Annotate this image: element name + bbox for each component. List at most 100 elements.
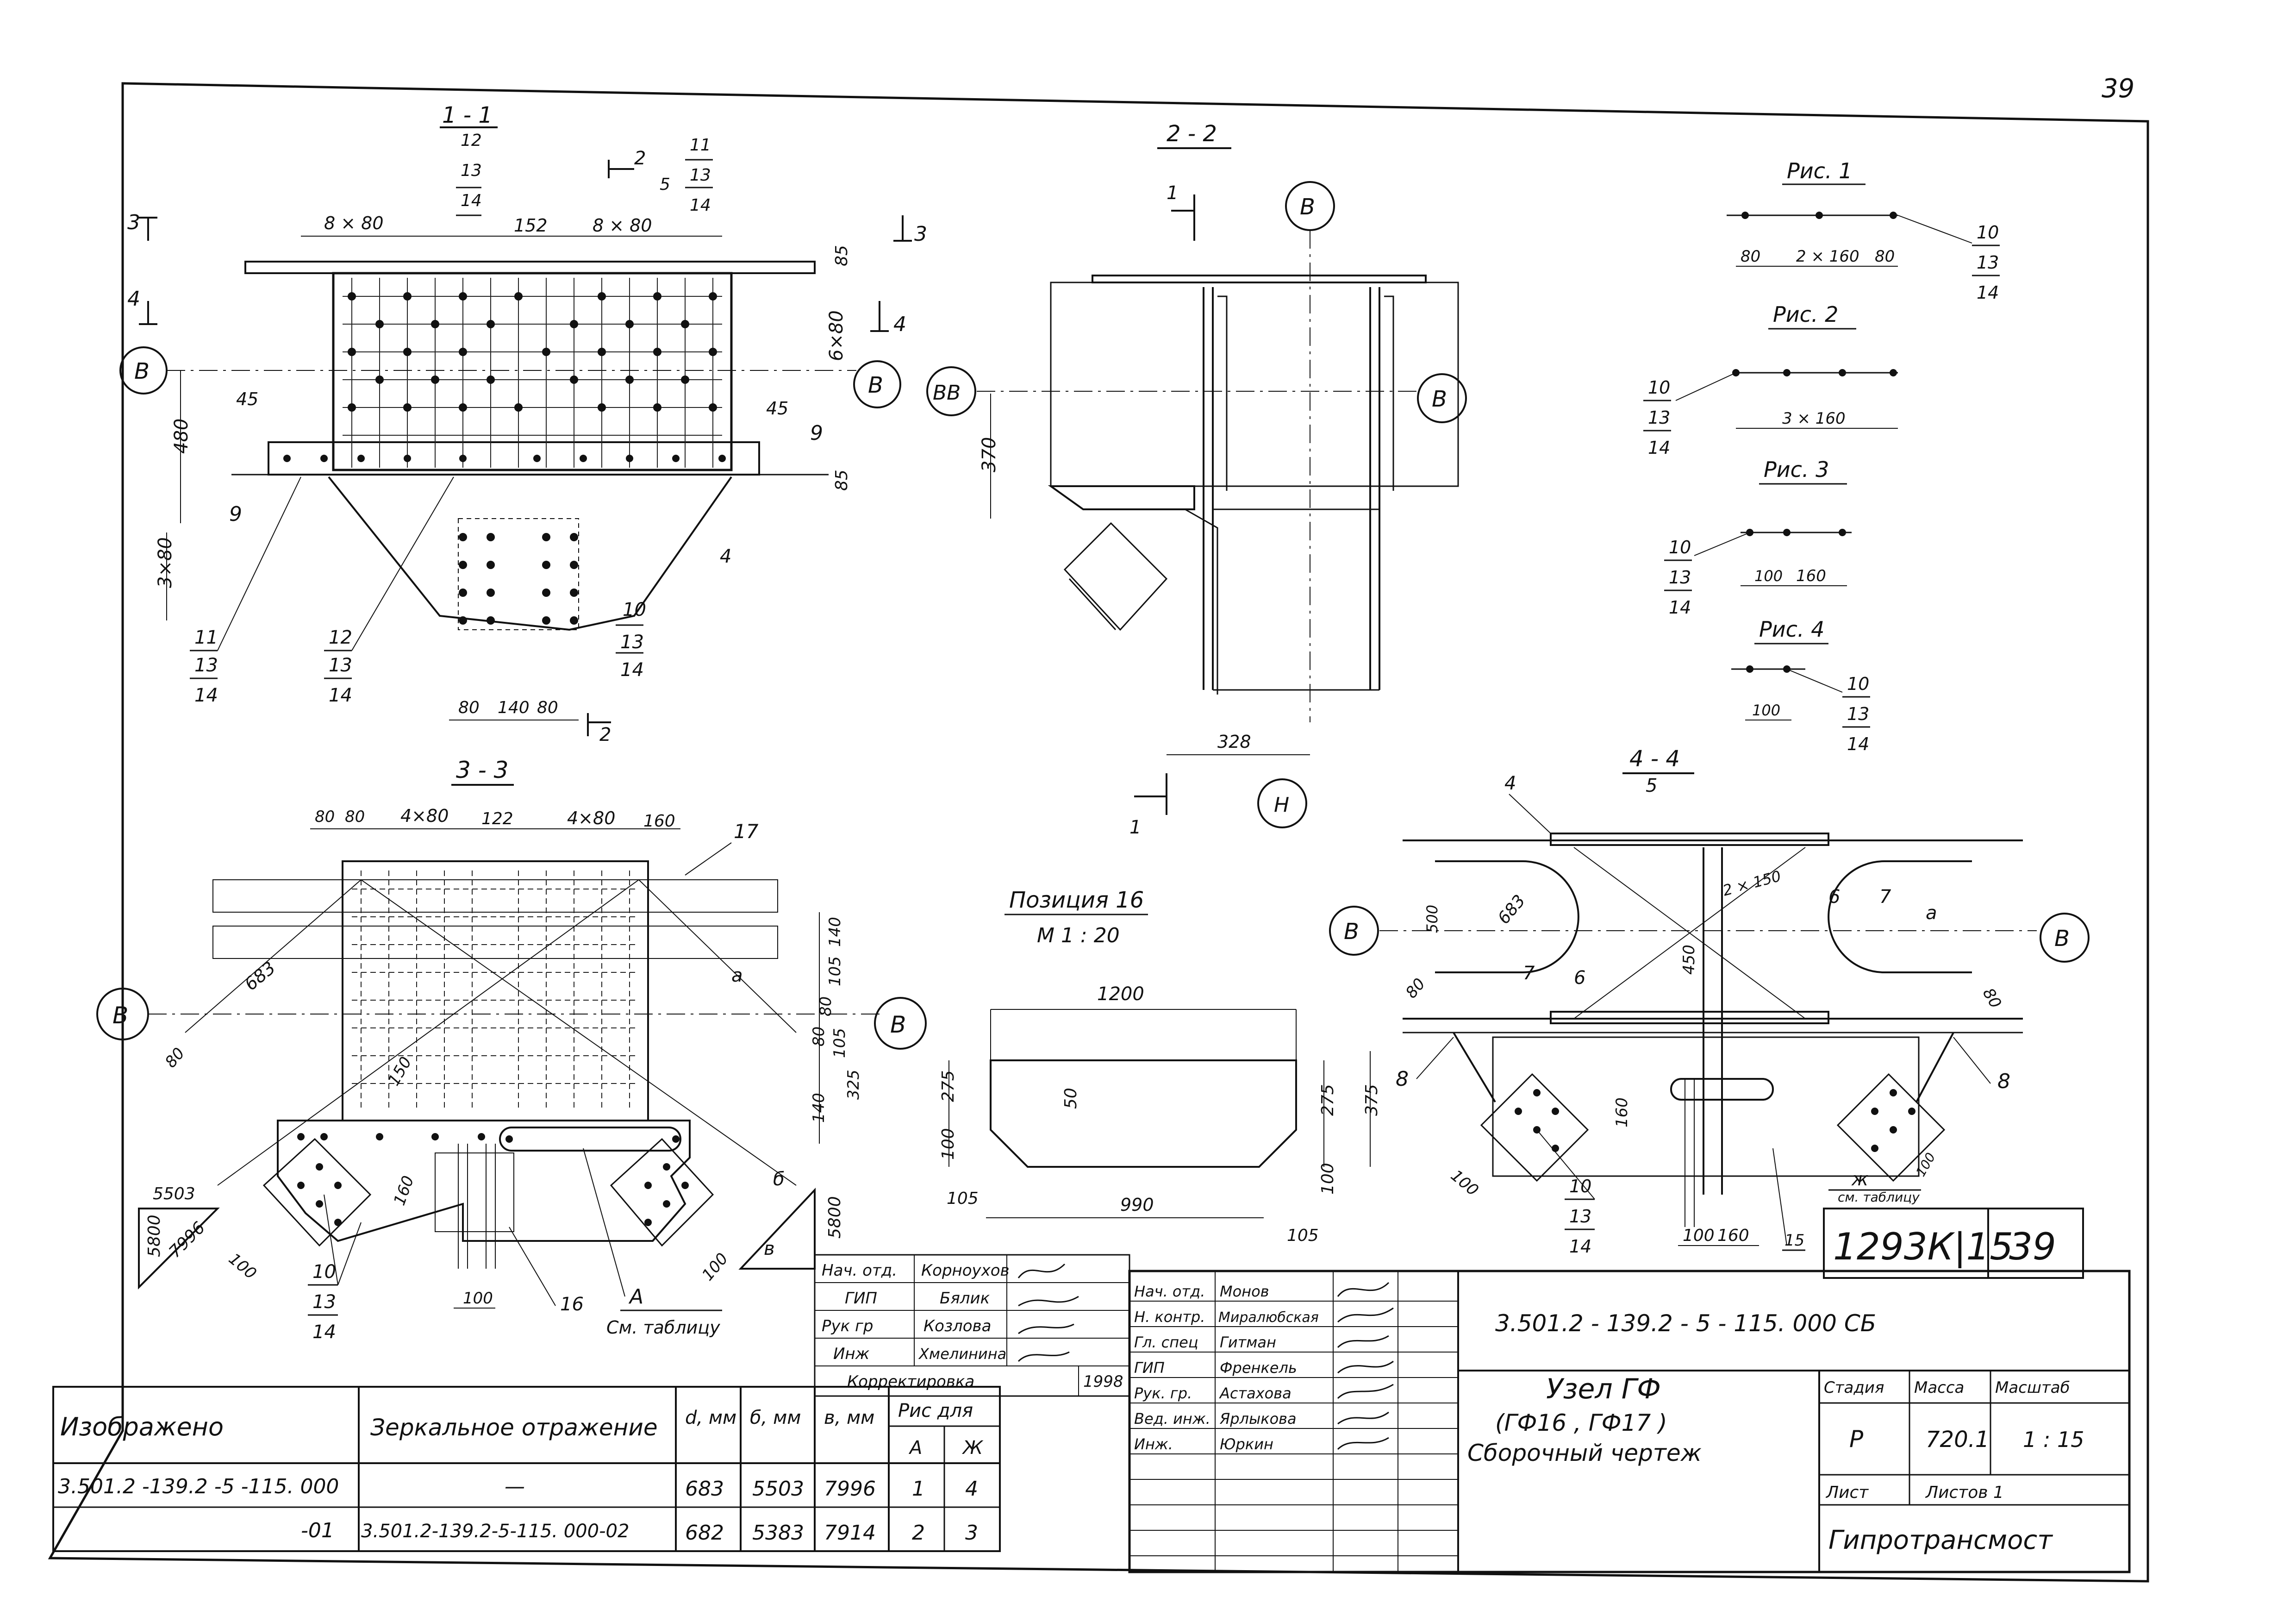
svg-text:275: 275: [1318, 1084, 1337, 1116]
svg-text:Листов 1: Листов 1: [1925, 1483, 2004, 1502]
svg-text:В: В: [1432, 386, 1447, 412]
svg-text:80: 80: [1402, 975, 1429, 1002]
svg-text:Вед. инж.: Вед. инж.: [1134, 1410, 1210, 1428]
section-1-1-title: 1 - 1: [442, 102, 493, 128]
svg-text:3 × 160: 3 × 160: [1782, 409, 1846, 428]
svg-text:8 × 80: 8 × 80: [593, 215, 652, 236]
svg-text:Н. контр.: Н. контр.: [1134, 1308, 1205, 1326]
svg-text:Рук гр: Рук гр: [822, 1317, 873, 1335]
svg-text:14: 14: [1648, 438, 1670, 458]
svg-text:-01: -01: [301, 1519, 334, 1542]
svg-text:100: 100: [699, 1250, 732, 1284]
svg-text:9: 9: [229, 502, 242, 526]
svg-text:Изображено: Изображено: [60, 1412, 224, 1441]
title-block: Нач. отд. Монов Н. контр. Миралюбская Гл…: [1128, 1270, 2131, 1573]
svg-text:13: 13: [620, 632, 644, 653]
svg-text:Хмелинина: Хмелинина: [918, 1345, 1006, 1363]
svg-text:480: 480: [171, 419, 192, 454]
svg-text:Бялик: Бялик: [940, 1289, 990, 1308]
svg-text:Инж: Инж: [833, 1345, 870, 1363]
page-number: 39: [2102, 74, 2134, 104]
svg-text:Сборочный чертеж: Сборочный чертеж: [1467, 1440, 1702, 1466]
svg-text:683: 683: [241, 958, 280, 995]
svg-text:14: 14: [1977, 282, 1999, 303]
svg-text:ГИП: ГИП: [845, 1289, 877, 1308]
svg-text:2: 2: [599, 724, 611, 745]
svg-text:152: 152: [514, 215, 548, 236]
position-16-title: Позиция 16: [1009, 887, 1144, 913]
svg-text:14: 14: [1847, 734, 1869, 754]
svg-text:5383: 5383: [752, 1521, 804, 1545]
svg-text:2: 2: [634, 148, 646, 169]
svg-text:375: 375: [1362, 1084, 1381, 1116]
svg-text:Рис для: Рис для: [898, 1400, 973, 1422]
svg-text:10: 10: [623, 599, 646, 620]
section-4-4-title: 4 - 4: [1629, 746, 1680, 772]
svg-text:160: 160: [390, 1173, 418, 1208]
svg-text:80: 80: [1979, 985, 2005, 1011]
svg-text:Монов: Монов: [1220, 1283, 1269, 1300]
svg-text:15: 15: [1784, 1231, 1804, 1250]
svg-text:100: 100: [225, 1250, 260, 1283]
section-2-2: 2 - 2 1 В ВВ В 370 328 1 Н: [926, 121, 1467, 838]
svg-text:ГИП: ГИП: [1134, 1359, 1165, 1377]
svg-text:14: 14: [461, 191, 482, 210]
svg-text:Ж: Ж: [961, 1437, 984, 1459]
svg-text:85: 85: [832, 245, 851, 266]
svg-text:М 1 : 20: М 1 : 20: [1037, 924, 1120, 947]
org-name: Гипротрансмост: [1828, 1525, 2053, 1555]
fig2-title: Рис. 2: [1773, 302, 1838, 327]
svg-text:Гл. спец: Гл. спец: [1134, 1334, 1198, 1351]
svg-text:В: В: [890, 1011, 906, 1038]
approval-block: Нач. отд. Корноухов ГИП Бялик Рук гр Коз…: [814, 1254, 1130, 1397]
svg-text:12: 12: [329, 627, 352, 648]
svg-text:4: 4: [1504, 773, 1516, 794]
svg-text:3×80: 3×80: [155, 537, 176, 588]
figures: Рис. 1 80 2 × 160 80 10 13 14 Рис. 2 3 ×…: [1643, 158, 2000, 754]
svg-text:Стадия: Стадия: [1824, 1378, 1884, 1397]
svg-text:100: 100: [1447, 1166, 1482, 1200]
svg-text:100: 100: [1752, 701, 1780, 719]
svg-text:В: В: [1344, 919, 1359, 945]
svg-text:7: 7: [1879, 886, 1891, 908]
svg-text:14: 14: [312, 1321, 336, 1343]
svg-text:Масштаб: Масштаб: [1995, 1378, 2070, 1397]
svg-text:160: 160: [643, 812, 675, 831]
svg-text:105: 105: [826, 956, 844, 986]
svg-text:5800: 5800: [145, 1215, 164, 1257]
album-sheet: 39: [2009, 1225, 2056, 1268]
svg-text:14: 14: [620, 659, 644, 681]
svg-text:105: 105: [947, 1189, 979, 1208]
svg-text:Нач. отд.: Нач. отд.: [822, 1261, 897, 1280]
svg-text:Рук. гр.: Рук. гр.: [1134, 1384, 1192, 1402]
svg-text:80: 80: [537, 698, 558, 717]
svg-text:Корноухов: Корноухов: [921, 1261, 1010, 1280]
svg-text:11: 11: [194, 627, 218, 648]
svg-text:13: 13: [1569, 1206, 1591, 1227]
svg-text:2 × 160: 2 × 160: [1796, 247, 1859, 266]
svg-text:—: —: [505, 1475, 525, 1498]
svg-text:10: 10: [1569, 1176, 1591, 1196]
svg-text:85: 85: [832, 470, 851, 491]
svg-text:Миралюбская: Миралюбская: [1218, 1309, 1319, 1326]
svg-text:см. таблицу: см. таблицу: [1838, 1190, 1920, 1205]
svg-text:Н: Н: [1274, 793, 1289, 817]
svg-text:8: 8: [1396, 1067, 1409, 1091]
fig4-title: Рис. 4: [1759, 617, 1824, 642]
svg-text:А: А: [908, 1437, 922, 1459]
svg-text:682: 682: [685, 1521, 724, 1545]
svg-text:13: 13: [461, 161, 482, 180]
svg-text:160: 160: [1717, 1226, 1749, 1245]
section-1-1: 1 - 1 12 13 14 2 5 11 13 14 3 4 3 4 8 × …: [119, 102, 927, 745]
svg-text:14: 14: [194, 685, 218, 706]
svg-text:13: 13: [194, 655, 218, 676]
svg-text:13: 13: [1669, 567, 1691, 588]
svg-text:a: a: [1926, 902, 1937, 924]
svg-text:13: 13: [1648, 407, 1670, 428]
fig3-title: Рис. 3: [1764, 457, 1829, 482]
svg-text:Ярлыкова: Ярлыкова: [1219, 1410, 1297, 1428]
section-3-3-title: 3 - 3: [456, 757, 508, 783]
svg-text:10: 10: [1847, 674, 1869, 694]
svg-text:(ГФ16 , ГФ17 ): (ГФ16 , ГФ17 ): [1495, 1409, 1667, 1436]
svg-text:б: б: [773, 1169, 785, 1190]
